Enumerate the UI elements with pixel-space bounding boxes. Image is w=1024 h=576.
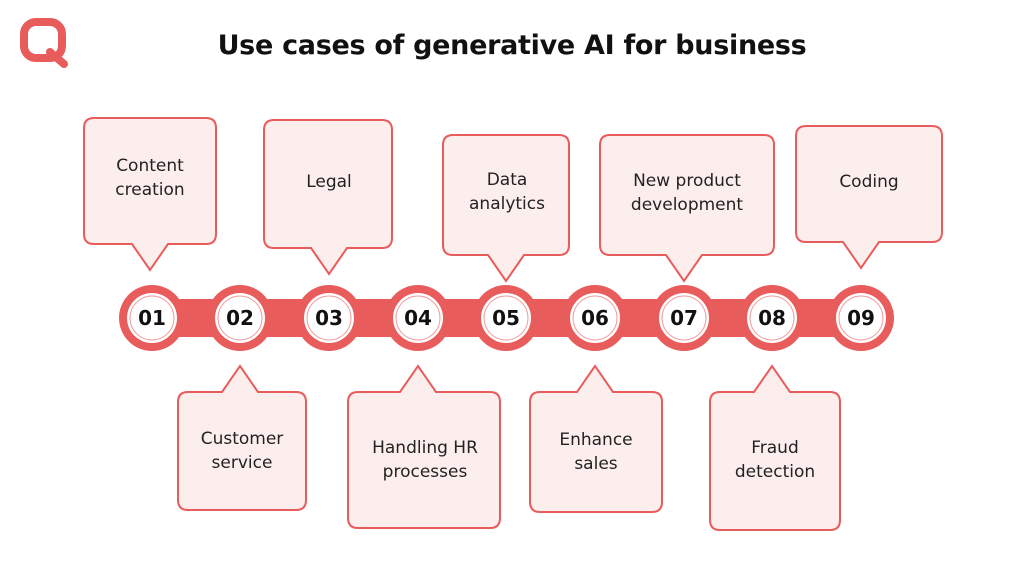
step-label-legal: Legal	[306, 172, 352, 192]
step-node-inner-5	[481, 293, 531, 343]
step-node-inner-6	[570, 293, 620, 343]
step-node-inner-3	[304, 293, 354, 343]
step-number-05: 05	[492, 306, 520, 330]
step-label-new-product-development: New product development	[630, 171, 744, 215]
step-label-content-creation: Content creation	[115, 156, 185, 200]
step-label-customer-service: Customer service	[200, 429, 284, 473]
step-number-04: 04	[404, 306, 432, 330]
step-node-ring-7	[661, 295, 707, 341]
step-number-03: 03	[315, 306, 343, 330]
step-node-ring-5	[483, 295, 529, 341]
step-number-08: 08	[758, 306, 786, 330]
step-label-handling-hr: Handling HR processes	[372, 438, 478, 482]
step-number-01: 01	[138, 306, 166, 330]
step-label-data-analytics: Data analytics	[469, 170, 545, 214]
step-label-fraud-detection: Fraud detection	[734, 438, 816, 482]
speech-bubble-2	[177, 364, 307, 511]
step-node-ring-8	[749, 295, 795, 341]
step-node-ring-1	[129, 295, 175, 341]
step-node-inner-9	[836, 293, 886, 343]
step-label-coding: Coding	[839, 172, 899, 192]
step-number-06: 06	[581, 306, 609, 330]
step-node-inner-8	[747, 293, 797, 343]
speech-bubble-4	[347, 364, 501, 529]
step-node-inner-2	[215, 293, 265, 343]
speech-bubble-5	[442, 134, 570, 283]
step-node-ring-6	[572, 295, 618, 341]
step-node-inner-1	[127, 293, 177, 343]
speech-bubble-9	[795, 125, 943, 270]
step-node-ring-9	[838, 295, 884, 341]
step-number-07: 07	[670, 306, 698, 330]
speech-bubble-6	[529, 364, 663, 513]
step-label-enhance-sales: Enhance sales	[559, 430, 633, 474]
step-node-inner-4	[393, 293, 443, 343]
step-node-inner-7	[659, 293, 709, 343]
page-title: Use cases of generative AI for business	[217, 30, 807, 61]
speech-bubble-7	[599, 134, 775, 283]
q-logo-icon	[20, 18, 68, 68]
step-node-ring-3	[306, 295, 352, 341]
step-node-ring-2	[217, 295, 263, 341]
speech-bubble-8	[709, 364, 841, 531]
speech-bubble-1	[83, 117, 217, 272]
speech-bubble-3	[263, 119, 393, 276]
step-number-09: 09	[847, 306, 875, 330]
step-number-02: 02	[226, 306, 254, 330]
step-node-ring-4	[395, 295, 441, 341]
